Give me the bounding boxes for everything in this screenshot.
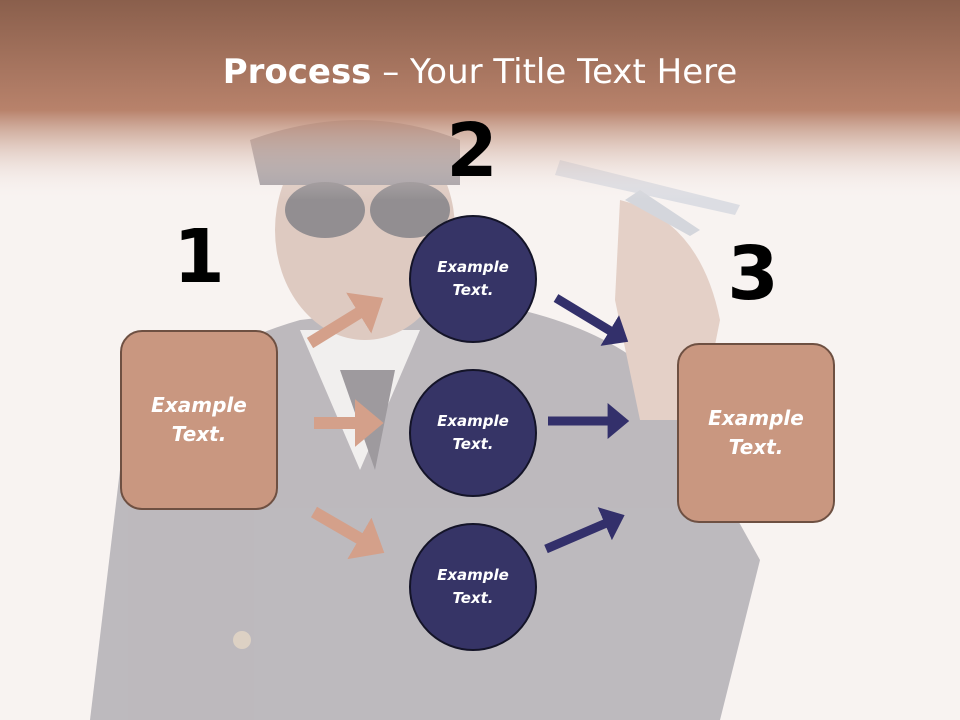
arrow-circle-1-to-right <box>553 294 629 346</box>
left-process-box: Example Text. <box>120 330 278 510</box>
title-rest: – Your Title Text Here <box>371 52 738 92</box>
process-circle-1: Example Text. <box>409 215 537 343</box>
right-process-box: Example Text. <box>677 343 835 523</box>
right-box-text: Example Text. <box>708 406 804 459</box>
slide-title: Process – Your Title Text Here <box>0 52 960 92</box>
arrow-circle-3-to-right <box>544 507 625 554</box>
arrow-left-to-circle-3 <box>310 506 385 560</box>
step-number-1: 1 <box>173 214 225 300</box>
step-number-2: 2 <box>446 108 498 194</box>
process-circle-2: Example Text. <box>409 369 537 497</box>
process-circle-3: Example Text. <box>409 523 537 651</box>
step-number-3: 3 <box>727 231 779 317</box>
circle-2-text: Example Text. <box>437 412 509 453</box>
circle-3-text: Example Text. <box>437 566 509 607</box>
left-box-text: Example Text. <box>151 393 247 446</box>
title-bold: Process <box>222 52 372 92</box>
arrow-left-to-circle-1 <box>306 292 384 349</box>
circle-1-text: Example Text. <box>437 258 509 299</box>
